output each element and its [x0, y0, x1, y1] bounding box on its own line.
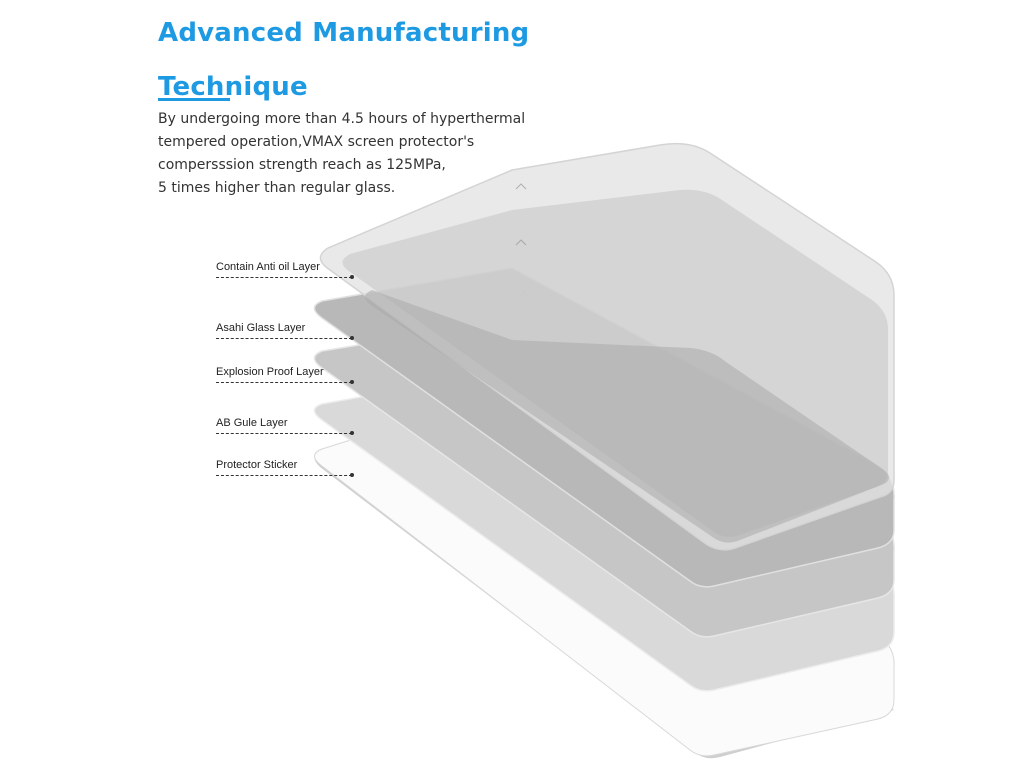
title-line-1: Advanced Manufacturing: [158, 18, 530, 48]
callout-leader-line: [216, 382, 352, 383]
page-title: Advanced Manufacturing Technique: [158, 6, 618, 114]
callout-label: Protector Sticker: [216, 459, 298, 471]
callout-leader-line: [216, 277, 352, 278]
layer-anti-oil: [319, 142, 895, 551]
callout-dot: [350, 380, 354, 384]
description-line: By undergoing more than 4.5 hours of hyp…: [158, 111, 526, 127]
description-line: compersssion strength reach as 125MPa,: [158, 157, 446, 173]
callout-asahi-glass-layer: Asahi Glass Layer: [216, 321, 356, 340]
title-underline: [158, 98, 230, 101]
callout-label: Asahi Glass Layer: [216, 322, 306, 334]
callout-label: Explosion Proof Layer: [216, 366, 324, 378]
callout-leader-line: [216, 338, 352, 339]
callout-dot: [350, 336, 354, 340]
title-line-2: Technique: [158, 72, 308, 102]
callout-ab-gule-layer: AB Gule Layer: [216, 416, 356, 435]
callout-leader-line: [216, 433, 352, 434]
callout-label: Contain Anti oil Layer: [216, 261, 320, 273]
description-line: tempered operation,VMAX screen protector…: [158, 134, 475, 150]
callout-label: AB Gule Layer: [216, 417, 288, 429]
description-line: 5 times higher than regular glass.: [158, 180, 396, 196]
callout-protector-sticker: Protector Sticker: [216, 458, 356, 477]
callout-dot: [350, 431, 354, 435]
callout-explosion-proof-layer: Explosion Proof Layer: [216, 365, 356, 384]
description: By undergoing more than 4.5 hours of hyp…: [158, 108, 578, 200]
callout-anti-oil-layer: Contain Anti oil Layer: [216, 260, 356, 279]
callout-dot: [350, 473, 354, 477]
callout-leader-line: [216, 475, 352, 476]
callout-dot: [350, 275, 354, 279]
